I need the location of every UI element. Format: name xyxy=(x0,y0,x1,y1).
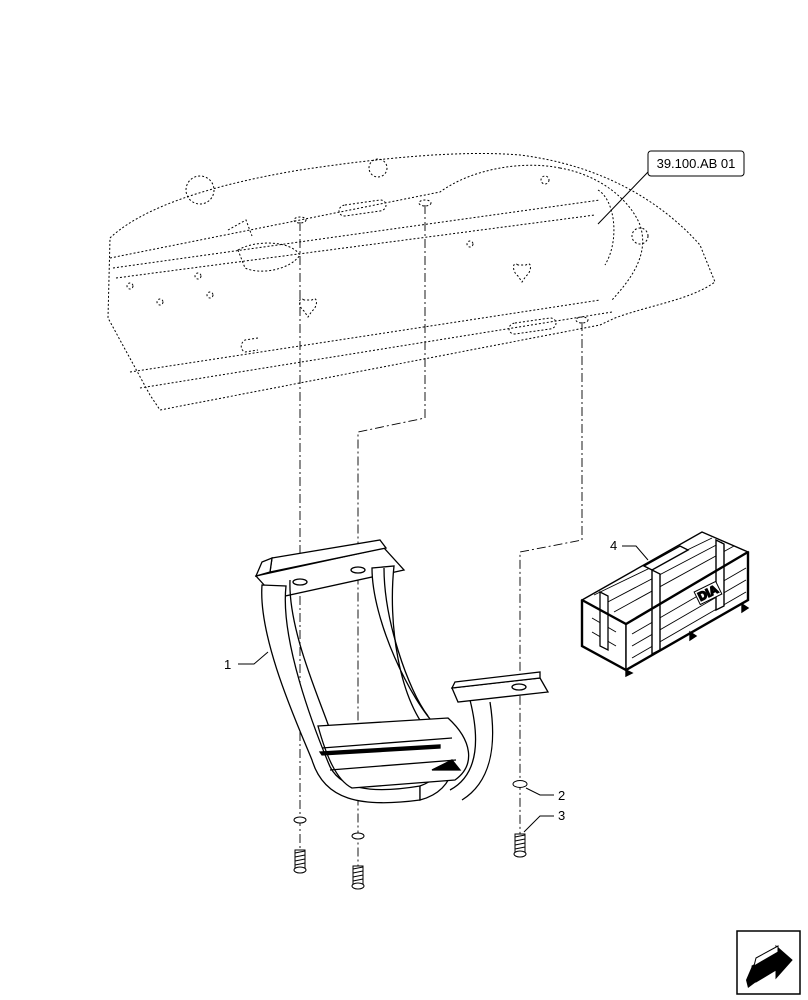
step-right-tube xyxy=(371,565,454,801)
next-page-arrow-icon[interactable] xyxy=(736,930,801,995)
bolt-left xyxy=(293,849,307,874)
tractor-frame-phantom xyxy=(107,152,716,411)
callout-1-label: 1 xyxy=(224,657,231,672)
callout-2[interactable]: 2 xyxy=(525,787,565,803)
washer-middle xyxy=(351,832,365,840)
reference-leader-line xyxy=(597,171,649,225)
callout-4-leader xyxy=(622,545,649,561)
callout-1-leader xyxy=(238,651,269,665)
step-assembly xyxy=(254,539,550,804)
callout-3-leader xyxy=(523,815,554,833)
shipping-crate-icon: DIA xyxy=(580,531,750,678)
callout-2-label: 2 xyxy=(558,788,565,803)
assembly-centerlines xyxy=(299,205,583,880)
washer-right xyxy=(512,780,528,788)
callout-4[interactable]: 4 xyxy=(610,538,649,561)
callout-1[interactable]: 1 xyxy=(224,651,269,672)
washer-left xyxy=(293,816,307,824)
reference-label-text: 39.100.AB 01 xyxy=(657,156,736,171)
callout-4-label: 4 xyxy=(610,538,617,553)
bolt-right xyxy=(513,833,527,858)
reference-label-box[interactable]: 39.100.AB 01 xyxy=(597,150,745,225)
callout-3[interactable]: 3 xyxy=(523,808,565,833)
callout-3-label: 3 xyxy=(558,808,565,823)
fasteners xyxy=(293,780,528,890)
bolt-middle xyxy=(351,865,365,890)
callout-2-leader xyxy=(525,787,554,796)
